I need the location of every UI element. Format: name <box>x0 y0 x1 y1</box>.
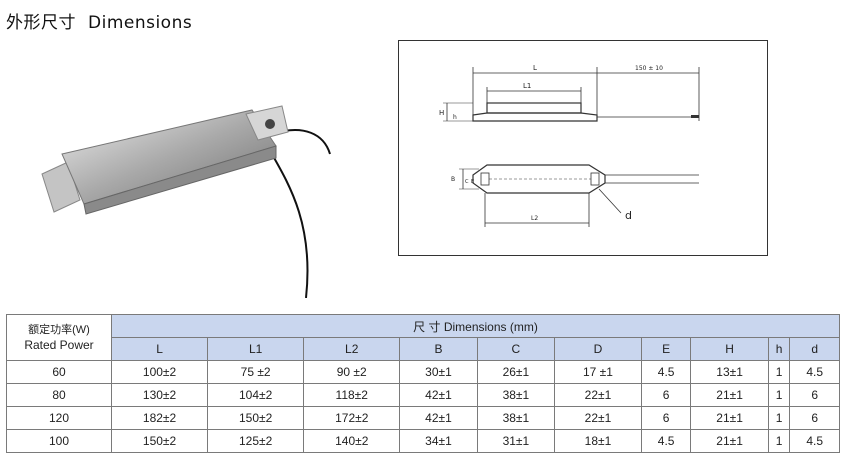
table-cell: 34±1 <box>399 429 478 453</box>
table-cell: 30±1 <box>399 360 478 384</box>
column-header: H <box>690 337 769 361</box>
table-cell: 125±2 <box>207 429 305 453</box>
table-cell: 6 <box>640 406 692 430</box>
table-cell: 75 ±2 <box>207 360 305 384</box>
column-header: L2 <box>303 337 401 361</box>
rated-power-header: 额定功率(W) Rated Power <box>6 314 112 361</box>
table-row: 80 130±2 104±2 118±2 42±1 38±1 22±1 6 21… <box>6 383 840 407</box>
table-cell: 150±2 <box>110 429 209 453</box>
table-cell: 17 ±1 <box>554 360 642 384</box>
table-cell: 1 <box>767 429 791 453</box>
table-row: 60 100±2 75 ±2 90 ±2 30±1 26±1 17 ±1 4.5… <box>6 360 840 384</box>
rated-power-zh: 额定功率(W) <box>28 323 90 336</box>
table-cell: 31±1 <box>476 429 556 453</box>
table-cell: 4.5 <box>640 360 692 384</box>
label-C: C <box>465 179 469 185</box>
table-cell: 42±1 <box>399 406 478 430</box>
table-cell: 6 <box>789 383 840 407</box>
dimensions-group-header: 尺 寸 Dimensions (mm) <box>111 314 840 338</box>
table-cell: 104±2 <box>207 383 305 407</box>
table-cell: 21±1 <box>690 406 769 430</box>
page-title: 外形尺寸 Dimensions <box>6 8 192 33</box>
label-E: E <box>471 179 474 185</box>
table-cell: 4.5 <box>640 429 692 453</box>
table-cell: 1 <box>767 383 791 407</box>
table-cell: 80 <box>6 383 112 407</box>
table-row: 100 150±2 125±2 140±2 34±1 31±1 18±1 4.5… <box>6 429 840 453</box>
product-photo <box>41 105 331 298</box>
label-L2: L2 <box>531 215 538 222</box>
column-header-row: L L1 L2 B C D E H h d <box>6 337 840 361</box>
table-row: 120 182±2 150±2 172±2 42±1 38±1 22±1 6 2… <box>6 406 840 430</box>
table-cell: 6 <box>640 383 692 407</box>
column-header: h <box>767 337 791 361</box>
table-cell: 90 ±2 <box>303 360 401 384</box>
column-header: d <box>789 337 840 361</box>
table-cell: 118±2 <box>303 383 401 407</box>
table-cell: 22±1 <box>554 406 642 430</box>
column-header: E <box>640 337 692 361</box>
label-h: h <box>453 114 457 121</box>
table-cell: 100 <box>6 429 112 453</box>
table-cell: 60 <box>6 360 112 384</box>
table-cell: 42±1 <box>399 383 478 407</box>
column-header: D <box>554 337 642 361</box>
rated-power-en: Rated Power <box>24 337 94 352</box>
table-cell: 140±2 <box>303 429 401 453</box>
table-cell: 6 <box>789 406 840 430</box>
table-cell: 4.5 <box>789 360 840 384</box>
label-H: H <box>439 109 444 117</box>
column-header: L <box>110 337 209 361</box>
table-cell: 120 <box>6 406 112 430</box>
table-cell: 26±1 <box>476 360 556 384</box>
table-cell: 21±1 <box>690 383 769 407</box>
table-cell: 22±1 <box>554 383 642 407</box>
label-L: L <box>533 64 537 72</box>
column-header: C <box>476 337 556 361</box>
table-cell: 172±2 <box>303 406 401 430</box>
column-header: B <box>399 337 478 361</box>
title-zh: 外形尺寸 <box>6 13 76 33</box>
table-cell: 13±1 <box>690 360 769 384</box>
column-header: L1 <box>207 337 305 361</box>
table-cell: 150±2 <box>207 406 305 430</box>
table-cell: 1 <box>767 406 791 430</box>
label-lead-length: 150 ± 10 <box>635 65 663 72</box>
table-cell: 38±1 <box>476 406 556 430</box>
table-cell: 4.5 <box>789 429 840 453</box>
table-cell: 38±1 <box>476 383 556 407</box>
table-cell: 100±2 <box>110 360 209 384</box>
table-cell: 1 <box>767 360 791 384</box>
table-cell: 130±2 <box>110 383 209 407</box>
label-B: B <box>451 176 455 183</box>
table-cell: 21±1 <box>690 429 769 453</box>
dimensions-table: 额定功率(W) Rated Power 尺 寸 Dimensions (mm) … <box>6 314 840 453</box>
table-cell: 182±2 <box>110 406 209 430</box>
title-en: Dimensions <box>88 13 193 33</box>
label-L1: L1 <box>523 82 531 90</box>
label-d: d <box>625 209 632 222</box>
table-header-row: 额定功率(W) Rated Power 尺 寸 Dimensions (mm) <box>6 314 840 361</box>
table-cell: 18±1 <box>554 429 642 453</box>
dimension-drawing: L 150 ± 10 L1 H h B C E d <box>398 40 768 256</box>
